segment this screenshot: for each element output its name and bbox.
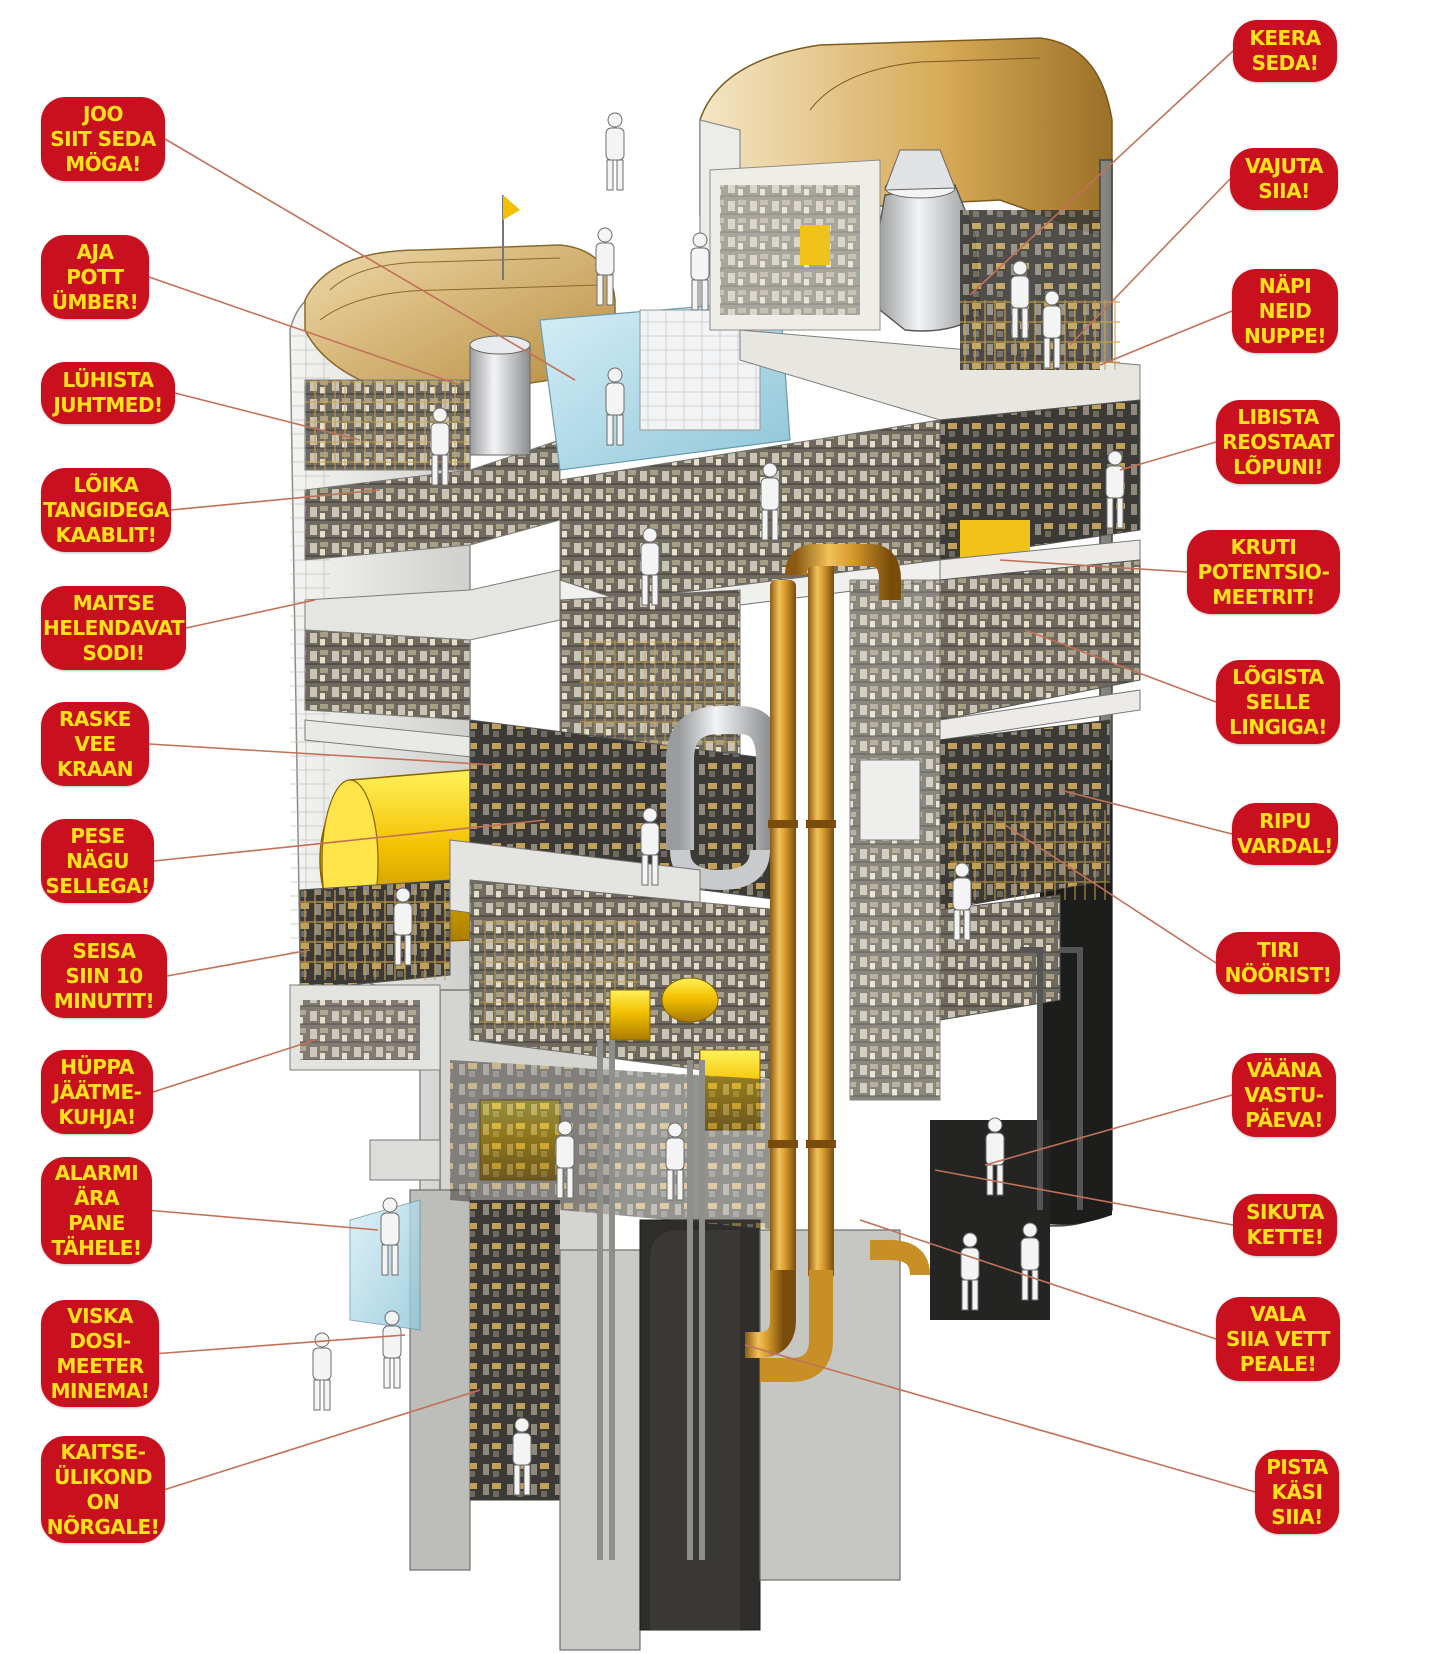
callout-text: SIKUTA KETTE! — [1246, 1200, 1324, 1249]
callout-maitse-helendavat-sodi: MAITSE HELENDAVAT SODI! — [41, 586, 186, 670]
callout-seisa-siin-10-minutit: SEISA SIIN 10 MINUTIT! — [41, 934, 167, 1018]
callout-pese-nagu-sellega: PESE NÄGU SELLEGA! — [41, 819, 154, 903]
callout-text: KAITSE- ÜLIKOND ON NÕRGALE! — [46, 1439, 160, 1539]
callout-tiri-nooorist: TIRI NÖÖRIST! — [1216, 932, 1340, 994]
callout-text: MAITSE HELENDAVAT SODI! — [43, 590, 184, 665]
callout-text: ALARMI ÄRA PANE TÄHELE! — [51, 1160, 143, 1260]
callout-text: PISTA KÄSI SIIA! — [1266, 1454, 1328, 1529]
callout-vala-siia-vett-peale: VALA SIIA VETT PEALE! — [1216, 1297, 1340, 1381]
callout-text: VÄÄNA VASTU- PÄEVA! — [1244, 1057, 1324, 1132]
callout-pista-kasi-siia: PISTA KÄSI SIIA! — [1255, 1450, 1339, 1534]
callout-text: KRUTI POTENTSIO- MEETRIT! — [1197, 534, 1330, 609]
callout-huppa-jaatmekuhja: HÜPPA JÄÄTME- KUHJA! — [41, 1050, 153, 1134]
callout-kruti-potentsiomeetrit: KRUTI POTENTSIO- MEETRIT! — [1187, 530, 1340, 614]
callout-text: TIRI NÖÖRIST! — [1224, 938, 1332, 987]
callout-text: LÕGISTA SELLE LINGIGA! — [1229, 664, 1327, 739]
callout-libista-reostaat-lopuni: LIBISTA REOSTAAT LÕPUNI! — [1216, 400, 1340, 484]
callout-text: NÄPI NEID NUPPE! — [1243, 273, 1327, 348]
callout-sikuta-kette: SIKUTA KETTE! — [1233, 1194, 1337, 1256]
callout-text: LÕIKA TANGIDEGA KAABLIT! — [43, 472, 169, 547]
callout-viska-dosimeeter-minema: VISKA DOSI- MEETER MINEMA! — [41, 1300, 159, 1407]
callout-text: AJA POTT ÜMBER! — [51, 239, 139, 314]
callout-text: VISKA DOSI- MEETER MINEMA! — [50, 1303, 150, 1403]
callout-vaana-vastupaeva: VÄÄNA VASTU- PÄEVA! — [1232, 1053, 1336, 1137]
callout-text: LIBISTA REOSTAAT LÕPUNI! — [1222, 404, 1334, 479]
callout-joo-siit-seda-moga: JOO SIIT SEDA MÖGA! — [41, 97, 165, 181]
callout-text: RASKE VEE KRAAN — [56, 706, 134, 781]
callout-text: VALA SIIA VETT PEALE! — [1225, 1301, 1331, 1376]
callout-vajuta-siia: VAJUTA SIIA! — [1230, 148, 1338, 210]
callout-keera-seda: KEERA SEDA! — [1233, 20, 1337, 82]
callout-text: LÜHISTA JUHTMED! — [53, 368, 163, 417]
callout-ripu-vardal: RIPU VARDAL! — [1232, 803, 1338, 865]
callout-loika-tangidega-kaablit: LÕIKA TANGIDEGA KAABLIT! — [41, 468, 171, 552]
callout-alarmi-ara-pane-tahele: ALARMI ÄRA PANE TÄHELE! — [41, 1157, 152, 1264]
callout-text: PESE NÄGU SELLEGA! — [45, 823, 150, 898]
callout-text: VAJUTA SIIA! — [1245, 154, 1323, 203]
callout-text: HÜPPA JÄÄTME- KUHJA! — [52, 1054, 142, 1129]
callout-kaitseulikond-on-norgale: KAITSE- ÜLIKOND ON NÕRGALE! — [41, 1436, 165, 1543]
callout-text: RIPU VARDAL! — [1237, 809, 1333, 858]
callout-aja-pott-umber: AJA POTT ÜMBER! — [41, 235, 149, 319]
callout-text: SEISA SIIN 10 MINUTIT! — [53, 938, 155, 1013]
callout-logista-selle-lingiga: LÕGISTA SELLE LINGIGA! — [1216, 660, 1340, 744]
callout-raske-vee-kraan: RASKE VEE KRAAN — [41, 702, 149, 786]
callout-text: JOO SIIT SEDA MÖGA! — [50, 101, 156, 176]
callout-text: KEERA SEDA! — [1249, 26, 1321, 75]
callout-napi-neid-nuppe: NÄPI NEID NUPPE! — [1232, 269, 1338, 353]
callout-luhista-juhtmed: LÜHISTA JUHTMED! — [41, 362, 175, 424]
